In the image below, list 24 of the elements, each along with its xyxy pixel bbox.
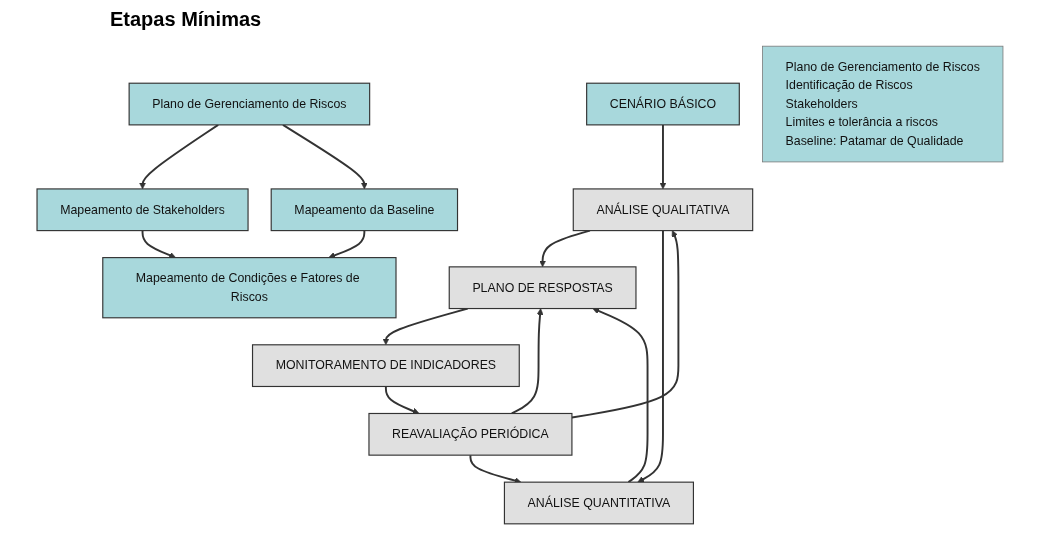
node-box: REAVALIAÇÃO PERIÓDICA: [368, 412, 573, 456]
arrow: [539, 229, 591, 268]
node-box: Mapeamento de Condições e Fatores de Riscos: [102, 257, 397, 319]
node-box: Mapeamento de Stakeholders: [36, 188, 249, 232]
node-box: Plano de Gerenciamento de Riscos: [128, 82, 371, 126]
arrow: [328, 229, 366, 259]
node-box: PLANO DE RESPOSTAS: [448, 266, 637, 310]
node-box: Mapeamento da Baseline: [270, 188, 459, 232]
arrow: [384, 385, 420, 415]
arrow: [382, 307, 469, 346]
arrow: [659, 123, 667, 190]
arrow: [510, 308, 544, 415]
arrow: [637, 229, 664, 483]
node-box: MONITORAMENTO DE INDICADORES: [251, 344, 520, 388]
diagram-title: Etapas Mínimas: [110, 8, 262, 31]
arrow: [592, 307, 649, 484]
arrow: [139, 123, 220, 190]
arrow: [469, 454, 522, 484]
arrow: [282, 123, 368, 190]
node-box: ANÁLISE QUANTITATIVA: [503, 481, 694, 525]
arrow: [141, 229, 176, 259]
node-box: CENÁRIO BÁSICO: [586, 82, 740, 126]
node-box: ANÁLISE QUALITATIVA: [572, 188, 754, 232]
node-box: Plano de Gerenciamento de Riscos Identificação de Riscos Stakeholders Limites e tolerância a riscos Baseline: Patamar de Qualidade: [762, 45, 1004, 163]
